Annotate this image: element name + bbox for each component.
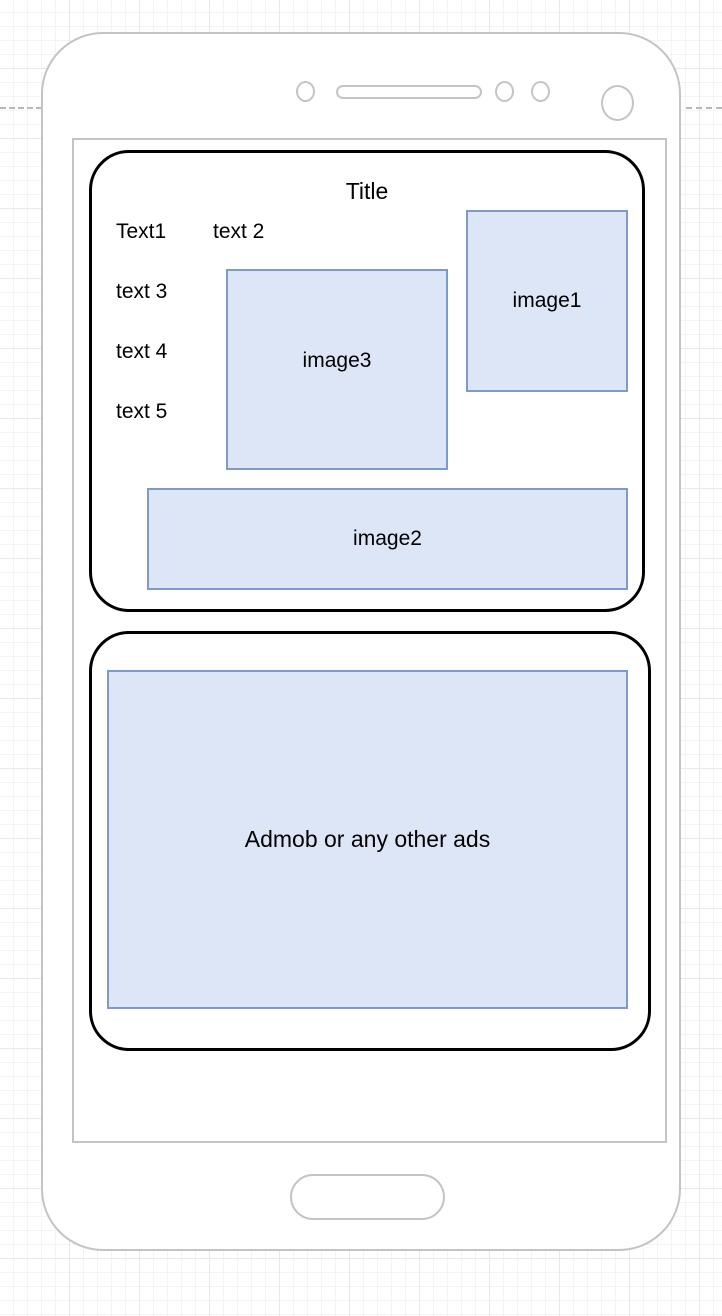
page-title: Title [345, 178, 389, 204]
image-placeholder-image2[interactable]: image2 [147, 488, 628, 590]
label-text1: Text1 [116, 220, 167, 243]
image3-label: image3 [302, 348, 372, 372]
label-text3: text 3 [116, 280, 168, 303]
image2-label: image2 [353, 527, 422, 550]
secondary-sensor-icon [531, 81, 550, 102]
light-sensor-icon [495, 81, 514, 102]
earpiece-speaker-icon [336, 85, 482, 99]
image1-label: image1 [512, 289, 582, 312]
front-camera-icon [601, 85, 634, 121]
ads-label: Admob or any other ads [244, 826, 491, 852]
ads-placeholder[interactable]: Admob or any other ads [107, 670, 628, 1009]
guide-line-right [686, 107, 722, 109]
home-button[interactable] [290, 1174, 445, 1220]
image-placeholder-image3[interactable]: image3 [226, 269, 448, 470]
guide-line-left [0, 107, 42, 109]
label-text5: text 5 [116, 400, 168, 423]
label-text2: text 2 [213, 220, 265, 243]
proximity-sensor-icon [296, 81, 315, 102]
image-placeholder-image1[interactable]: image1 [466, 210, 628, 392]
label-text4: text 4 [116, 340, 168, 363]
